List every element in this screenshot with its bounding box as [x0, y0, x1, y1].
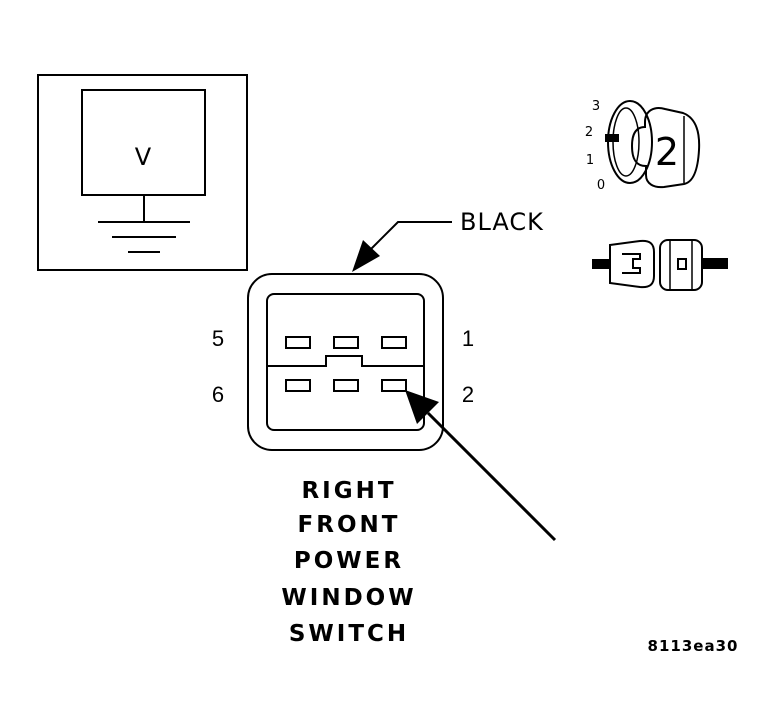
- ignition-position-1: 1: [586, 153, 594, 168]
- ground-icon: [98, 221, 190, 253]
- pin-label-5: 5: [212, 326, 224, 351]
- connector-body: [247, 273, 444, 451]
- probe-pointer-arrowhead: [405, 390, 439, 424]
- pin-cavity-5: [285, 336, 311, 349]
- pin-cavity-bottom-middle: [333, 379, 359, 392]
- title-line-3: POWER: [294, 548, 404, 574]
- title-line-4: WINDOW: [281, 585, 416, 611]
- ignition-position-2: 2: [585, 125, 593, 140]
- pin-cavity-6: [285, 379, 311, 392]
- figure-id: 8113ea30: [648, 637, 739, 655]
- probe-pointer-line: [426, 411, 557, 542]
- connector-color-label: BLACK: [460, 208, 544, 236]
- connector-plug-icon: [592, 239, 728, 291]
- connector-inner-face: [266, 293, 425, 431]
- ignition-key-icon: [605, 100, 701, 189]
- test-box-frame: [37, 74, 248, 271]
- ignition-position-3: 3: [592, 99, 600, 114]
- title-line-2: FRONT: [298, 512, 401, 538]
- color-label-arrowhead: [352, 240, 380, 272]
- voltmeter-symbol: V: [135, 143, 152, 171]
- ignition-position-0: 0: [597, 178, 605, 193]
- ignition-key-number: 2: [655, 130, 679, 174]
- ignition-position-marker: [605, 134, 619, 142]
- pin-label-2: 2: [462, 382, 474, 407]
- connector-outer-shell: [247, 273, 444, 451]
- pin-label-6: 6: [212, 382, 224, 407]
- color-label-leader: [369, 221, 452, 251]
- voltmeter-test-box: V: [37, 74, 248, 271]
- pin-label-1: 1: [462, 326, 474, 351]
- connector-key-divider: [268, 355, 423, 367]
- title-line-5: SWITCH: [289, 621, 409, 647]
- pin-cavity-1: [381, 336, 407, 349]
- ignition-key-head: [630, 107, 701, 189]
- pin-cavity-top-middle: [333, 336, 359, 349]
- pin-cavity-2: [381, 379, 407, 392]
- title-line-1: RIGHT: [301, 478, 396, 504]
